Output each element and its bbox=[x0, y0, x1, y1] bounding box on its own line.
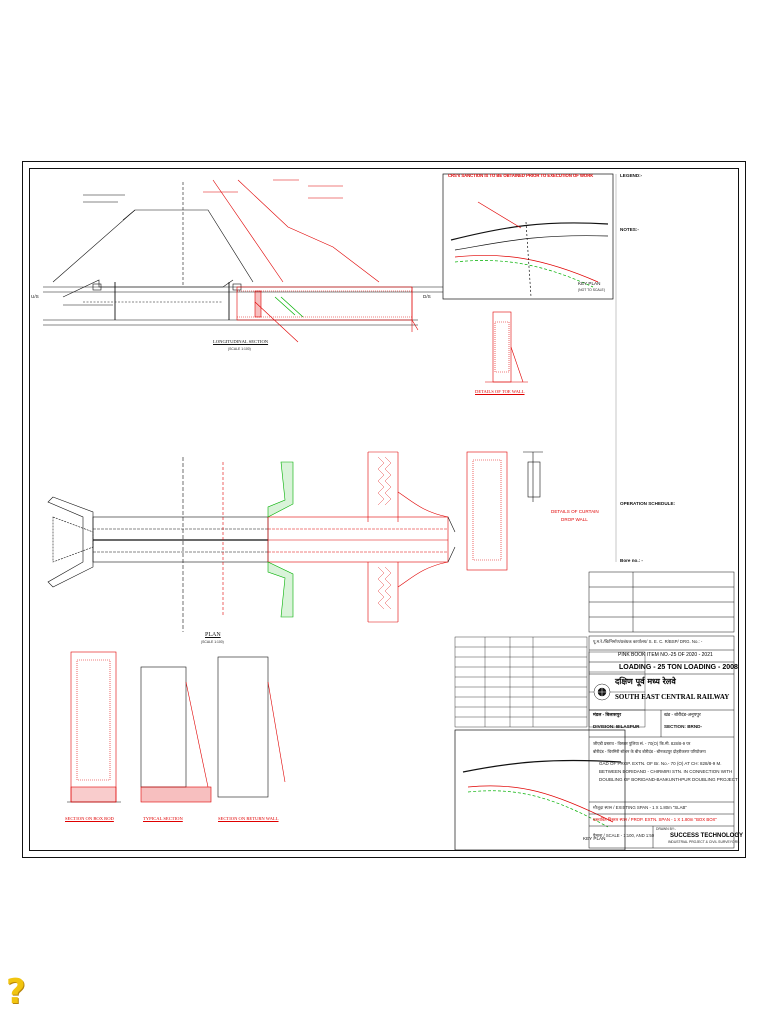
drawing-linework bbox=[43, 173, 735, 851]
typical-section-title: TYPICAL SECTION bbox=[143, 816, 183, 821]
drawing-number: पू.म.रे./बि/निर्माण/प्रबंधक कार्यालय/ S.… bbox=[593, 639, 703, 644]
proposed-span: प्रस्तावित विस्तार स्पान / PROP. EXTN. S… bbox=[593, 817, 717, 822]
legend-title: LEGEND:- bbox=[620, 173, 643, 178]
key-plan-scale-top: (NOT TO SCALE) bbox=[578, 288, 605, 292]
section-name: SECTION: BRND- bbox=[664, 724, 703, 729]
notes-title: NOTES:- bbox=[620, 227, 639, 232]
division-hindi: मंडल - बिलासपुर bbox=[593, 712, 622, 717]
question-mark-icon[interactable]: ? bbox=[6, 972, 26, 1012]
operation-schedule-title: OPERATION SCHEDULE: bbox=[620, 501, 676, 506]
division: DIVISION: BILASPUR bbox=[593, 724, 640, 729]
longitudinal-extension bbox=[203, 179, 419, 343]
work-title-en-3: DOUBLING OF BORIDAND-BANKUNTHPUR DOUBLIN… bbox=[599, 777, 738, 782]
key-plan-label-bottom: KEY PLAN bbox=[583, 836, 606, 841]
return-wall-title: SECTION ON RETURN WALL bbox=[218, 816, 279, 821]
longitudinal-section-title: LONGITUDINAL SECTION bbox=[213, 339, 269, 344]
work-title-en-2: BETWEEN BORIDAND - CHIRMIRI STN. IN CONN… bbox=[599, 769, 733, 774]
longitudinal-section bbox=[43, 182, 443, 326]
crs-sanction-note: CRS's SANCTION IS TO BE OBTAINED PRIOR T… bbox=[448, 173, 594, 178]
longitudinal-green-slope bbox=[274, 296, 304, 318]
railway-name-hindi: दक्षिण पूर्व मध्य रेलवे bbox=[615, 677, 676, 686]
company-name: SUCCESS TECHNOLOGY bbox=[670, 833, 744, 839]
toe-wall-detail bbox=[485, 311, 528, 383]
bore-table bbox=[454, 636, 646, 728]
bore-note: Bore no.: - bbox=[620, 558, 643, 563]
curtain-wall-title-1: DETAILS OF CURTAIN bbox=[551, 509, 599, 514]
work-title-hindi-2: बोरीदंड - चिरमिरी स्टेशन के बीच बोरीदंड … bbox=[593, 749, 706, 754]
key-plan-top bbox=[442, 173, 614, 300]
key-plan-bottom bbox=[454, 729, 626, 851]
work-title-en-1: GAD OF PROP. EXTN. OF Br. No.- 70 (O) AT… bbox=[599, 761, 722, 766]
pink-book-item: PINK BOOK ITEM NO.-25 OF 2020 - 2021 bbox=[618, 652, 713, 658]
loading-spec: LOADING - 25 TON LOADING - 2008 bbox=[619, 664, 738, 671]
pitching-pattern bbox=[377, 456, 392, 610]
drawing-scale: पैमाना / SCALE - 1:100, AND 1:50 bbox=[593, 833, 655, 838]
railway-name-english: SOUTH EAST CENTRAL RAILWAY bbox=[615, 693, 730, 701]
drawing-sheet: CRS's SANCTION IS TO BE OBTAINED PRIOR T… bbox=[22, 161, 746, 858]
return-wall-section bbox=[217, 656, 286, 798]
drawing-frame bbox=[29, 168, 739, 851]
typical-section bbox=[140, 666, 212, 803]
downstream-label: D/S bbox=[423, 294, 431, 299]
key-plan-label-top: KEY PLAN bbox=[578, 281, 601, 286]
longitudinal-section-scale: (SCALE 1:100) bbox=[228, 347, 251, 351]
company-subtitle: INDUSTRIAL PROJECT & CIVIL SURVEYORS bbox=[668, 840, 740, 844]
drawn-by-label: DRAWN BY:- bbox=[656, 827, 677, 831]
section-box-title: SECTION ON BOX ROD bbox=[65, 816, 114, 821]
plan-title: PLAN bbox=[205, 632, 221, 638]
existing-span: मौजूदा स्पान / EXISTING SPAN - 1 X 1.80m… bbox=[593, 805, 687, 810]
work-title-hindi-1: जीएडी प्रस्ताव - विस्तार पुलिया सं. - 70… bbox=[593, 741, 691, 746]
toe-wall-title: DETAILS OF TOE WALL bbox=[475, 389, 525, 394]
curtain-wall-title-2: DROP WALL bbox=[561, 517, 588, 522]
section-on-box bbox=[67, 651, 121, 803]
plan-scale: (SCALE 1:100) bbox=[201, 640, 224, 644]
railway-logo bbox=[593, 683, 611, 701]
plan-view bbox=[47, 451, 543, 632]
title-block-frame bbox=[588, 571, 735, 849]
section-hindi: खंड - बोरीदंड-अनूपपुर bbox=[664, 712, 701, 717]
upstream-label: U/S bbox=[31, 294, 39, 299]
